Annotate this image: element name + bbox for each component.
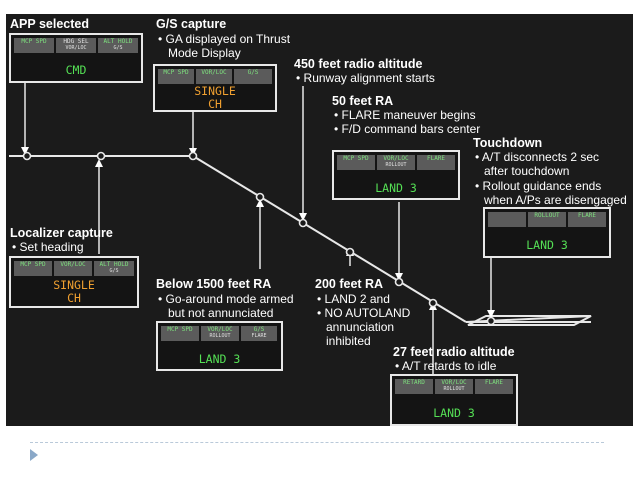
path-nodes bbox=[22, 151, 496, 326]
caption-gs-title: G/S capture bbox=[156, 17, 227, 31]
fma-autopilot-status: LAND 3 bbox=[433, 406, 475, 420]
fma-gs: MCP SPD VOR/LOC G/S SINGLE CH bbox=[153, 64, 277, 112]
fma-cell: FLARE bbox=[417, 155, 455, 170]
fma-cell: MCP SPD bbox=[158, 69, 194, 84]
caption-app-title: APP selected bbox=[10, 17, 89, 31]
fma-cell: FLARE bbox=[568, 212, 606, 227]
fma-cell: MCP SPD bbox=[337, 155, 375, 170]
fma-autopilot-status: LAND 3 bbox=[526, 238, 568, 252]
caption-touchdown-line: when A/Ps are disengaged bbox=[484, 193, 627, 207]
caption-loc-line: • Set heading bbox=[12, 240, 84, 254]
caption-ra1500-line: but not annunciated bbox=[168, 306, 274, 320]
arrow-touchdown bbox=[487, 310, 495, 318]
runway-outline bbox=[467, 315, 592, 326]
next-slide-arrow-icon[interactable] bbox=[30, 449, 38, 461]
caption-ra1500-title: Below 1500 feet RA bbox=[156, 277, 272, 291]
fma-cell: ROLLOUT bbox=[528, 212, 566, 227]
caption-touchdown-line: • A/T disconnects 2 sec bbox=[475, 150, 600, 164]
fma-autopilot-status: LAND 3 bbox=[198, 352, 241, 366]
fma-autopilot-status: LAND 3 bbox=[375, 181, 417, 195]
caption-ra27-title: 27 feet radio altitude bbox=[393, 345, 515, 359]
fma-cell: MCP SPD bbox=[14, 38, 54, 53]
arrow-loc bbox=[95, 159, 103, 167]
fma-touchdown: ROLLOUT FLARE LAND 3 bbox=[483, 207, 611, 258]
arrow-1500 bbox=[256, 199, 264, 207]
fma-cell bbox=[488, 212, 526, 227]
caption-ra27-line: • A/T retards to idle bbox=[395, 359, 497, 373]
caption-ra450-line: • Runway alignment starts bbox=[296, 71, 435, 85]
fma-cell: FLARE bbox=[475, 379, 513, 394]
fma-cell: G/S bbox=[234, 69, 272, 84]
caption-gs-line: Mode Display bbox=[168, 46, 241, 60]
fma-cell: MCP SPD bbox=[161, 326, 199, 341]
caption-gs-line: • GA displayed on Thrust bbox=[158, 32, 291, 46]
caption-ra50-title: 50 feet RA bbox=[332, 94, 394, 108]
caption-ra200-line: • NO AUTOLAND bbox=[317, 306, 411, 320]
caption-touchdown-line: after touchdown bbox=[484, 164, 570, 178]
caption-ra200-title: 200 feet RA bbox=[315, 277, 384, 291]
fma-autopilot-status: SINGLE CH bbox=[194, 84, 236, 111]
fma-autopilot-status: SINGLE CH bbox=[53, 278, 95, 305]
arrow-app bbox=[21, 147, 29, 155]
fma-cell: MCP SPD bbox=[14, 261, 52, 276]
caption-ra50-line: • FLARE maneuver begins bbox=[334, 108, 476, 122]
descent-segment bbox=[192, 155, 467, 323]
footer-divider bbox=[30, 442, 604, 443]
caption-touchdown-title: Touchdown bbox=[473, 136, 543, 150]
caption-ra200-line: annunciation bbox=[326, 320, 395, 334]
caption-ra50-line: • F/D command bars center bbox=[334, 122, 481, 136]
fma-cell: RETARD bbox=[395, 379, 433, 394]
caption-touchdown-line: • Rollout guidance ends bbox=[475, 179, 602, 193]
fma-cell: VOR/LOC bbox=[54, 261, 92, 276]
caption-ra1500-line: • Go-around mode armed bbox=[158, 292, 294, 306]
caption-ra200-line: • LAND 2 and bbox=[317, 292, 390, 306]
fma-cell: VOR/LOC bbox=[196, 69, 232, 84]
fma-autopilot-status: CMD bbox=[65, 63, 87, 77]
arrow-50 bbox=[395, 273, 403, 281]
approach-diagram: APP selected G/S capture • GA displayed … bbox=[6, 14, 633, 426]
caption-ra200-line: inhibited bbox=[326, 334, 371, 348]
caption-loc-title: Localizer capture bbox=[10, 226, 113, 240]
arrow-450 bbox=[299, 213, 307, 221]
caption-ra450-title: 450 feet radio altitude bbox=[294, 57, 423, 71]
